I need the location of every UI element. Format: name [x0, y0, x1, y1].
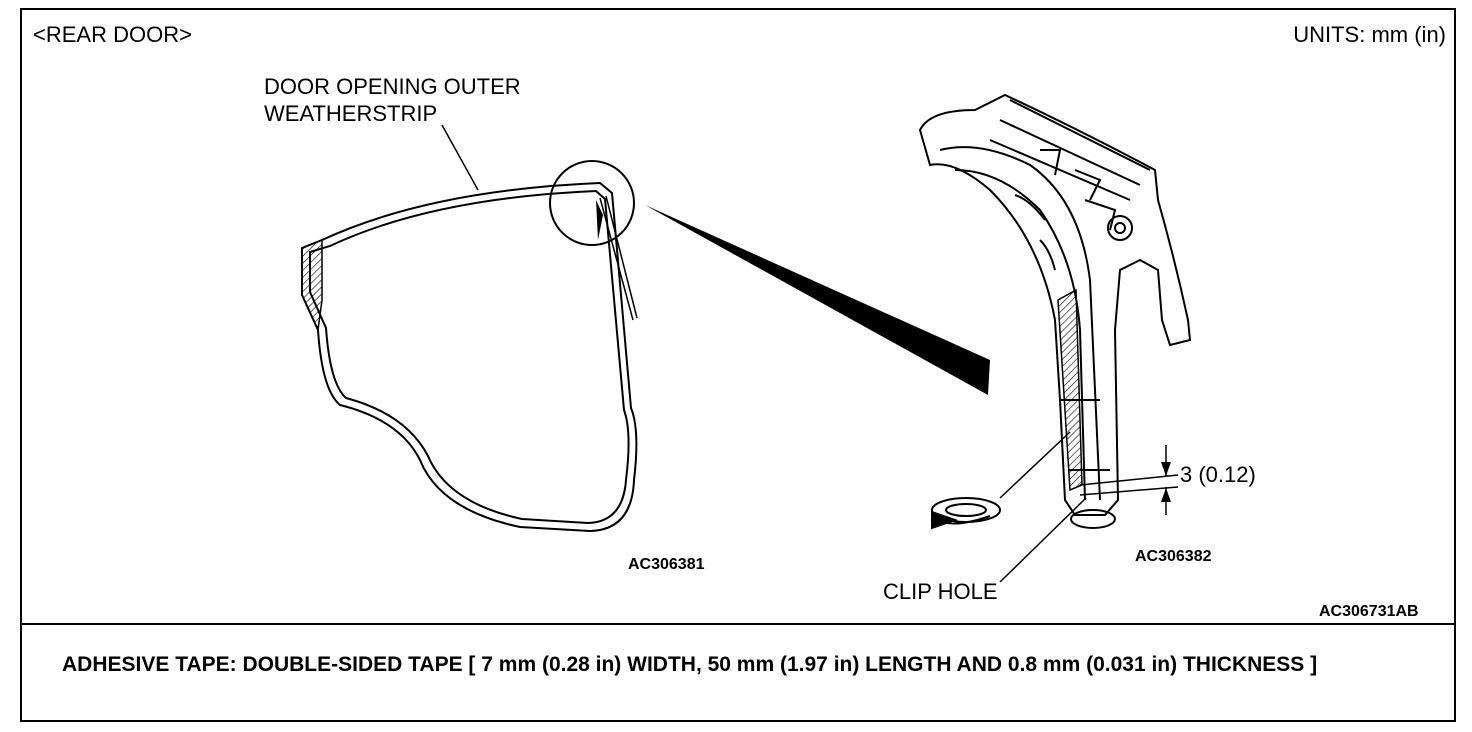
weatherstrip-label-line2: WEATHERSTRIP: [264, 101, 438, 126]
dimension-label: 3 (0.12): [1180, 462, 1256, 487]
left-figure-code: AC306381: [628, 556, 705, 573]
diagram-frame: [20, 8, 1456, 722]
clip-hole-leader-line: [999, 497, 1087, 583]
tape-leader-line: [999, 431, 1071, 499]
weatherstrip-end-line-1: [599, 197, 634, 321]
figure-id: AC306731AB: [1319, 603, 1419, 620]
dimension-marker: [1079, 445, 1179, 515]
adhesive-tape-note: ADHESIVE TAPE: DOUBLE-SIDED TAPE [ 7 mm …: [62, 653, 1318, 676]
door-weatherstrip-outline: [301, 181, 638, 533]
detail-magnifier-circle: [549, 160, 635, 246]
weatherstrip-end-line-2: [605, 195, 638, 319]
door-frame-detail: [918, 93, 1192, 529]
right-figure-code: AC306382: [1135, 548, 1212, 565]
detail-callout-wedge: [645, 205, 990, 395]
note-divider: [20, 623, 1456, 625]
clip-hole-label: CLIP HOLE: [883, 579, 998, 604]
adhesive-tape-roll: [931, 497, 1001, 530]
weatherstrip-label-line1: DOOR OPENING OUTER: [264, 74, 521, 99]
units-label: UNITS: mm (in): [1293, 22, 1446, 47]
diagram-title: <REAR DOOR>: [33, 22, 192, 47]
weatherstrip-hatched-section: [301, 238, 323, 333]
weatherstrip-tip-arrow: [596, 200, 603, 240]
weatherstrip-leader-line: [441, 124, 479, 191]
